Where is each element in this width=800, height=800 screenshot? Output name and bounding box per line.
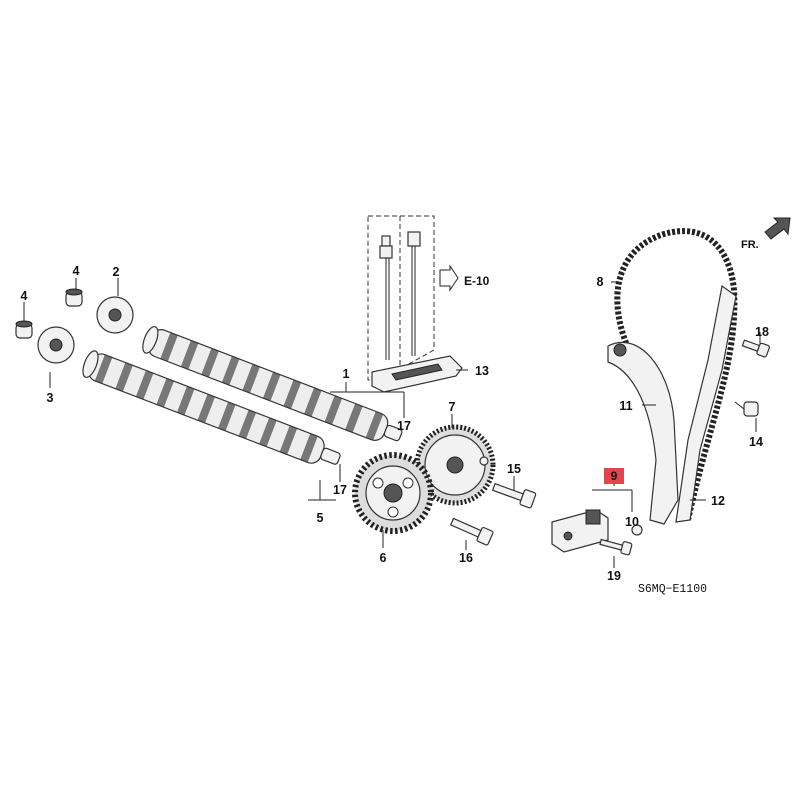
bolt-15 [491,482,537,509]
intake-camshaft [142,325,403,442]
front-direction-arrow: FR. [741,217,791,251]
reference-label: E-10 [464,274,490,288]
part-number-8[interactable]: 8 [597,275,604,289]
chain-guide [675,284,737,523]
part-number-17a[interactable]: 17 [397,419,411,433]
part-number-17b[interactable]: 17 [333,483,347,497]
tensioner-arm [607,341,679,525]
part-number-4a[interactable]: 4 [73,264,80,278]
part-number-12[interactable]: 12 [711,494,725,508]
part-number-4b[interactable]: 4 [21,289,28,303]
leader-lines [23,278,761,568]
diagram-code: S6MQ−E1100 [638,583,707,596]
bolt-16 [449,517,494,546]
part-number-16[interactable]: 16 [459,551,473,565]
cam-seal-plate-3 [37,326,75,364]
chain-tensioner [551,509,609,553]
reference-arrow-e10: E-10 [439,264,490,292]
o-ring-10 [631,524,643,536]
part-number-7[interactable]: 7 [449,400,456,414]
part-number-19[interactable]: 19 [607,569,621,583]
part-number-10[interactable]: 10 [625,515,639,529]
part-number-9[interactable]: 9 [611,469,618,483]
long-bolt-right [407,231,421,356]
part-number-1[interactable]: 1 [343,367,350,381]
bolt-14 [734,401,759,417]
timing-chain [614,228,738,521]
part-number-14[interactable]: 14 [749,435,763,449]
front-label: FR. [741,239,759,251]
bolt-19 [599,538,633,556]
vtc-actuator [414,424,496,506]
bolt-assembly-dashed-box [367,215,435,381]
bearing-plate [371,355,463,393]
part-number-5[interactable]: 5 [317,511,324,525]
long-bolt-left [379,235,393,360]
selected-part-highlight [604,468,624,484]
part-number-15[interactable]: 15 [507,462,521,476]
exhaust-camshaft [82,350,341,465]
cam-cap-4b [15,320,33,339]
cam-cap-4a [65,288,83,307]
part-number-13[interactable]: 13 [475,364,489,378]
cam-seal-plate-2 [96,296,134,334]
part-number-3[interactable]: 3 [47,391,54,405]
part-number-11[interactable]: 11 [619,399,632,413]
cam-sprocket [352,452,434,534]
bolt-18 [741,339,770,358]
part-number-6[interactable]: 6 [380,551,387,565]
part-number-2[interactable]: 2 [113,265,120,279]
part-number-18[interactable]: 18 [755,325,769,339]
